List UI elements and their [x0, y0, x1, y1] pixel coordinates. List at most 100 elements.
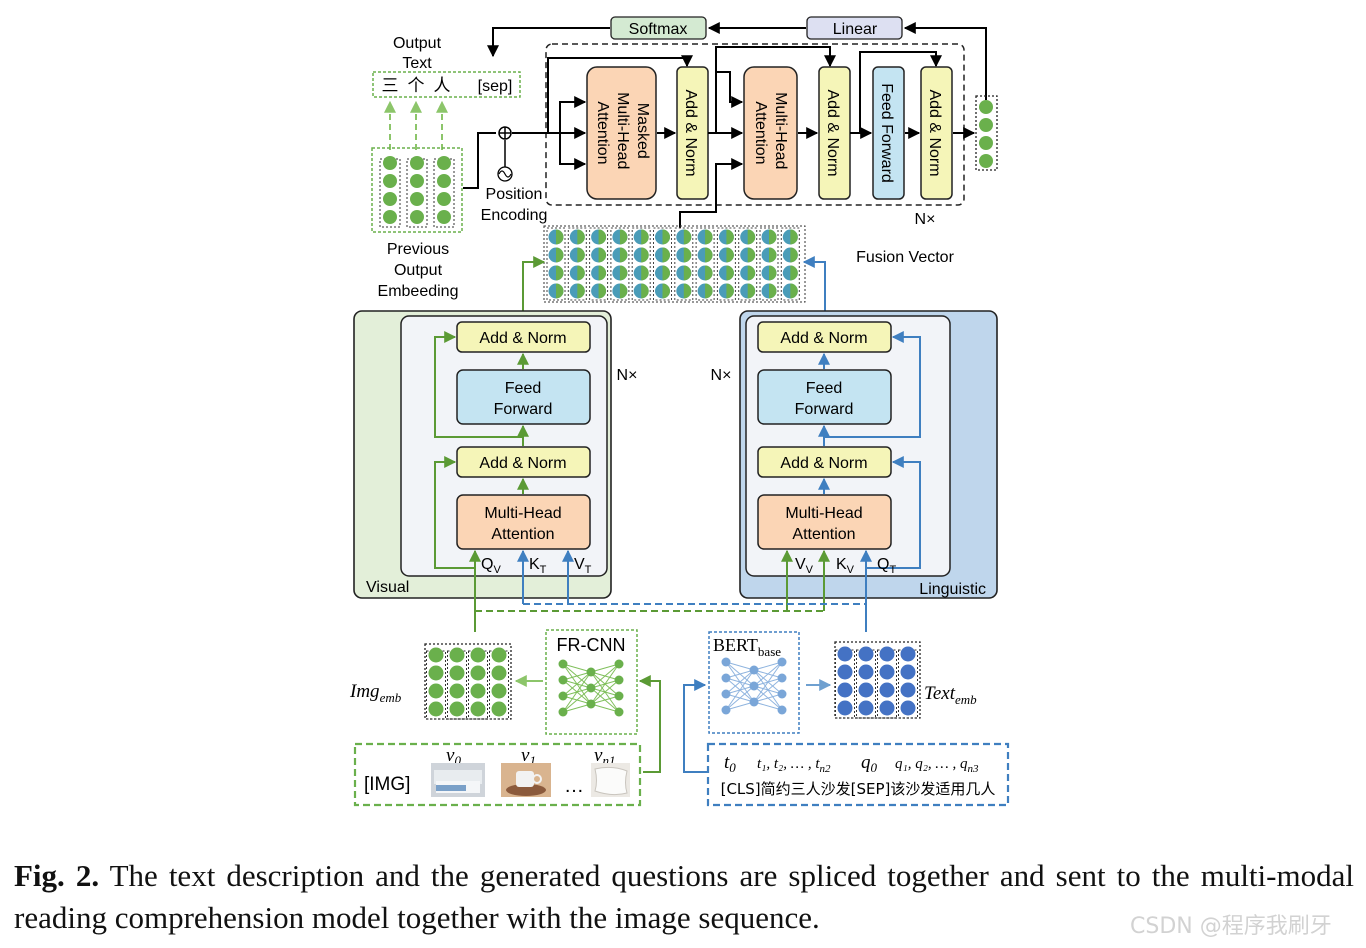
fusion-dot-half	[747, 283, 756, 299]
frcnn-box	[545, 629, 638, 735]
fusion-dot-half	[747, 265, 756, 281]
fusion-dot-half	[790, 229, 798, 245]
fusion-dot-half	[556, 265, 564, 281]
decoder-output-dot	[979, 136, 993, 150]
decoder-output-dot	[979, 118, 993, 132]
network-edge	[562, 663, 592, 673]
img-emb-dot	[449, 683, 465, 699]
network-node	[777, 705, 787, 715]
l-input-k-label: KV	[836, 556, 855, 576]
visual-nx: N×	[617, 367, 638, 384]
fusion-label: Fusion Vector	[856, 249, 955, 266]
network-edge	[753, 661, 783, 671]
l-input-v-label: VV	[795, 556, 814, 576]
thumbnail-sofa	[431, 763, 485, 797]
fusion-dot-half	[705, 265, 713, 281]
v-residual-low	[434, 456, 475, 569]
tseq-label: t₁, t₂, … , tn2	[757, 756, 831, 775]
img-emb-dot	[491, 701, 507, 717]
l-add-norm-bottom	[757, 446, 892, 478]
img-emb-dot	[470, 665, 486, 681]
network-edge	[562, 671, 592, 681]
text-emb-dot	[837, 664, 853, 680]
prev-embedding-vectors	[379, 156, 455, 228]
decoder-output-dot	[979, 100, 993, 114]
img-emb-dot	[491, 647, 507, 663]
residual-3	[850, 51, 942, 134]
caption-text: The text description and the generated q…	[14, 858, 1354, 935]
output-token-4: [sep]	[478, 78, 513, 95]
decoder-output-vector	[975, 95, 998, 171]
fusion-column	[610, 227, 630, 301]
fusion-dot-half	[683, 265, 692, 281]
network-node	[558, 691, 568, 701]
img-emb-dot	[491, 665, 507, 681]
v-input-q-label: QV	[481, 556, 501, 576]
image-sequence-box	[353, 742, 642, 807]
arrow-into-masked-1	[559, 96, 587, 133]
fusion-column	[738, 227, 758, 301]
fusion-dot-half	[598, 265, 607, 281]
prev-label-1: Previous	[387, 241, 449, 258]
network-edge	[753, 701, 783, 711]
thumbnail-cup	[501, 763, 551, 797]
v1-label: v1	[521, 745, 536, 768]
cls-sequence-text: [CLS]简约三人沙发[SEP]该沙发适用几人	[721, 780, 996, 798]
v-input-v-label: VT	[574, 556, 592, 576]
fusion-dot-half	[662, 247, 670, 263]
prev-embedding-dot	[383, 156, 397, 170]
network-node	[749, 681, 759, 691]
text-emb-dot	[858, 646, 874, 662]
network-edge	[590, 663, 620, 705]
sine-wave-icon	[498, 170, 512, 178]
decoder: Softmax Linear Output Text 三 个 人 [sep] P…	[371, 16, 998, 300]
network-edge	[590, 695, 620, 705]
fusion-dot-half	[641, 265, 649, 281]
fusion-dot-half	[619, 229, 628, 245]
thumbnail-pillow	[591, 763, 630, 797]
v-mha-label-1: Multi-Head	[484, 505, 561, 522]
fusion-dot-half	[619, 283, 628, 299]
residual-2	[708, 46, 836, 134]
fusion-dot-half	[705, 247, 713, 263]
v-mha-label-2: Attention	[491, 526, 554, 543]
dec-feed-forward	[872, 66, 905, 200]
network-edge	[590, 679, 620, 705]
img-emb-box	[424, 643, 512, 720]
img-emb-dot	[470, 683, 486, 699]
dec-feed-forward-label: Feed Forward	[878, 83, 895, 183]
fusion-column	[780, 227, 800, 301]
masked-mha-text: Masked Multi-Head Attention	[594, 92, 651, 174]
fusion-column	[567, 227, 587, 301]
linear-box	[806, 16, 903, 40]
fusion-dot-half	[577, 283, 585, 299]
bert-label: BERTbase	[713, 635, 781, 659]
arrow-into-mha-top	[716, 71, 744, 108]
prev-embedding-dot	[383, 210, 397, 224]
fusion-dot-half	[683, 229, 692, 245]
l-mha-label-1: Multi-Head	[785, 505, 862, 522]
text-emb-dot	[858, 664, 874, 680]
network-node	[586, 683, 596, 693]
network-node	[777, 673, 787, 683]
fusion-dot-half	[769, 247, 777, 263]
fusion-dot-half	[641, 247, 649, 263]
img-emb-dot	[449, 665, 465, 681]
prev-embedding-dot	[437, 210, 451, 224]
prev-embedding-dot	[410, 210, 424, 224]
img-emb-label: Imgemb	[349, 681, 402, 705]
softmax-label: Softmax	[629, 21, 688, 38]
text-sequence-box	[706, 742, 1010, 807]
softmax-box	[610, 16, 707, 40]
img-token-label: [IMG]	[364, 774, 410, 795]
prev-embedding-dot	[383, 174, 397, 188]
v-add-norm-bottom-label: Add & Norm	[479, 455, 566, 472]
arrow-softmax-to-output	[487, 27, 610, 58]
masked-mha-box	[586, 66, 657, 200]
network-edge	[562, 671, 592, 697]
text-emb-dot	[900, 664, 916, 680]
fusion-dot-half	[769, 229, 777, 245]
v-add-norm-top	[456, 321, 591, 353]
caption-label: Fig. 2.	[14, 858, 100, 893]
text-emb-dot	[879, 646, 895, 662]
